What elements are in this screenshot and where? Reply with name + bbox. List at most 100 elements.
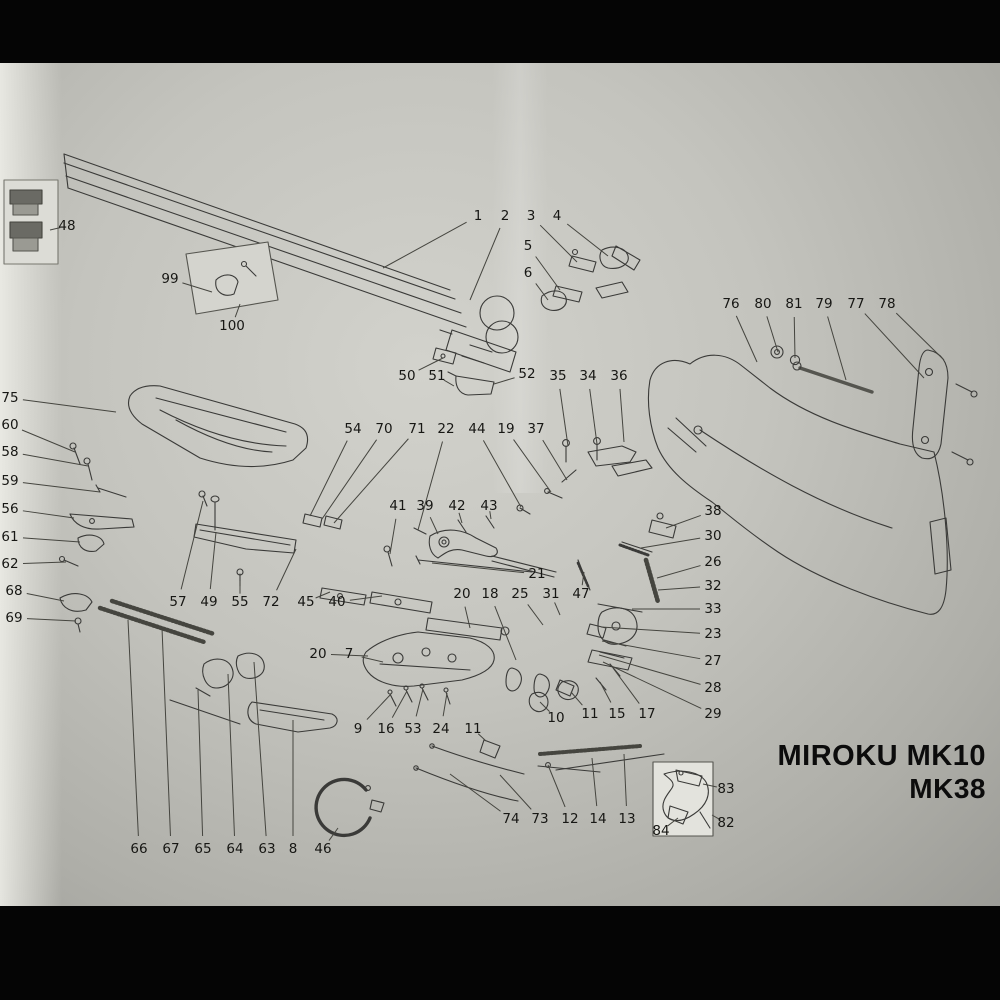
part-label-9: 9 bbox=[353, 721, 363, 737]
part-label-70: 70 bbox=[375, 421, 393, 437]
leader-line-54 bbox=[309, 440, 348, 517]
leader-line-70 bbox=[321, 439, 378, 520]
part-label-34: 34 bbox=[579, 368, 597, 384]
part-label-6: 6 bbox=[523, 265, 533, 281]
leader-line-82 bbox=[711, 814, 721, 821]
leader-line-100 bbox=[234, 303, 241, 318]
bottom-springs-drawing bbox=[413, 743, 665, 802]
part-label-21: 21 bbox=[528, 566, 546, 582]
leader-line-22 bbox=[417, 441, 444, 531]
part-label-22: 22 bbox=[437, 421, 455, 437]
part-label-79: 79 bbox=[815, 296, 833, 312]
part-label-45: 45 bbox=[297, 594, 315, 610]
leader-line-47 bbox=[581, 571, 585, 586]
leader-line-17 bbox=[612, 667, 640, 704]
coil-springs-drawing bbox=[97, 598, 217, 645]
part-label-11: 11 bbox=[464, 721, 482, 737]
part-label-4: 4 bbox=[552, 208, 562, 224]
part-label-66: 66 bbox=[130, 841, 148, 857]
leader-line-42 bbox=[458, 512, 463, 524]
leader-line-37 bbox=[542, 439, 568, 481]
part-label-27: 27 bbox=[704, 653, 722, 669]
part-label-8: 8 bbox=[288, 841, 298, 857]
ejector-parts-drawing bbox=[169, 652, 265, 725]
leader-line-34 bbox=[589, 388, 598, 445]
part-label-60: 60 bbox=[1, 417, 19, 433]
action-frame-drawing bbox=[362, 617, 510, 759]
part-label-83: 83 bbox=[717, 781, 735, 797]
leader-line-40 bbox=[349, 595, 383, 601]
leader-line-13 bbox=[623, 753, 627, 807]
part-label-68: 68 bbox=[5, 583, 23, 599]
part-label-17: 17 bbox=[638, 706, 656, 722]
part-label-25: 25 bbox=[511, 586, 529, 602]
leader-line-35 bbox=[559, 388, 569, 447]
part-label-65: 65 bbox=[194, 841, 212, 857]
part-label-81: 81 bbox=[785, 296, 803, 312]
part-label-84: 84 bbox=[652, 823, 670, 839]
leader-line-51 bbox=[443, 379, 455, 387]
leader-line-15 bbox=[599, 681, 612, 703]
leader-line-50 bbox=[418, 357, 444, 371]
leader-line-23 bbox=[600, 626, 701, 634]
leader-line-69 bbox=[26, 618, 77, 622]
part-label-53: 53 bbox=[404, 721, 422, 737]
leader-line-68 bbox=[26, 593, 65, 602]
part-label-82: 82 bbox=[717, 815, 735, 831]
leader-line-83 bbox=[702, 783, 717, 788]
leader-line-81 bbox=[793, 316, 796, 359]
leader-line-53 bbox=[415, 688, 424, 717]
part-label-55: 55 bbox=[231, 594, 249, 610]
part-label-11: 11 bbox=[581, 706, 599, 722]
leader-line-26 bbox=[656, 565, 701, 579]
leader-line-29 bbox=[602, 661, 702, 709]
leader-line-18 bbox=[494, 605, 517, 661]
leader-line-4 bbox=[566, 223, 609, 257]
leader-line-7 bbox=[361, 656, 384, 663]
leader-line-80 bbox=[766, 316, 779, 353]
model-name-line1: MIROKU MK10 bbox=[777, 740, 986, 772]
part-label-18: 18 bbox=[481, 586, 499, 602]
leader-line-63 bbox=[253, 661, 267, 837]
part-label-50: 50 bbox=[398, 368, 416, 384]
part-label-58: 58 bbox=[1, 444, 19, 460]
part-label-14: 14 bbox=[589, 811, 607, 827]
leader-line-28 bbox=[598, 654, 701, 685]
part-label-64: 64 bbox=[226, 841, 244, 857]
leader-line-48 bbox=[49, 227, 61, 231]
part-label-38: 38 bbox=[704, 503, 722, 519]
c-clip-drawing bbox=[314, 777, 385, 838]
part-label-78: 78 bbox=[878, 296, 896, 312]
photo-reflection-streak bbox=[492, 63, 548, 493]
leader-line-32 bbox=[657, 586, 701, 591]
leader-line-59 bbox=[22, 482, 101, 493]
part-label-46: 46 bbox=[314, 841, 332, 857]
part-label-13: 13 bbox=[618, 811, 636, 827]
leader-line-72 bbox=[276, 548, 297, 591]
part-label-31: 31 bbox=[542, 586, 560, 602]
part-label-74: 74 bbox=[502, 811, 520, 827]
part-label-71: 71 bbox=[408, 421, 426, 437]
leader-line-45 bbox=[315, 591, 331, 599]
part-label-69: 69 bbox=[5, 610, 23, 626]
part-label-43: 43 bbox=[480, 498, 498, 514]
part-label-54: 54 bbox=[344, 421, 362, 437]
leader-line-12 bbox=[547, 764, 566, 808]
stock-drawing bbox=[647, 354, 952, 615]
leader-line-6 bbox=[535, 283, 549, 301]
leader-line-9 bbox=[366, 693, 392, 720]
model-name-line2: MK38 bbox=[909, 773, 986, 804]
part-label-67: 67 bbox=[162, 841, 180, 857]
part-label-15: 15 bbox=[608, 706, 626, 722]
part-label-61: 61 bbox=[1, 529, 19, 545]
leader-line-10 bbox=[539, 701, 550, 712]
leader-line-11 bbox=[477, 733, 487, 742]
part-label-7: 7 bbox=[344, 646, 354, 662]
leader-line-21 bbox=[431, 562, 525, 574]
leader-line-3 bbox=[539, 224, 578, 263]
part-label-3: 3 bbox=[526, 208, 536, 224]
leader-line-67 bbox=[161, 627, 171, 837]
leader-line-2 bbox=[469, 227, 501, 301]
tang-screws-drawing bbox=[516, 437, 653, 515]
part-label-80: 80 bbox=[754, 296, 772, 312]
